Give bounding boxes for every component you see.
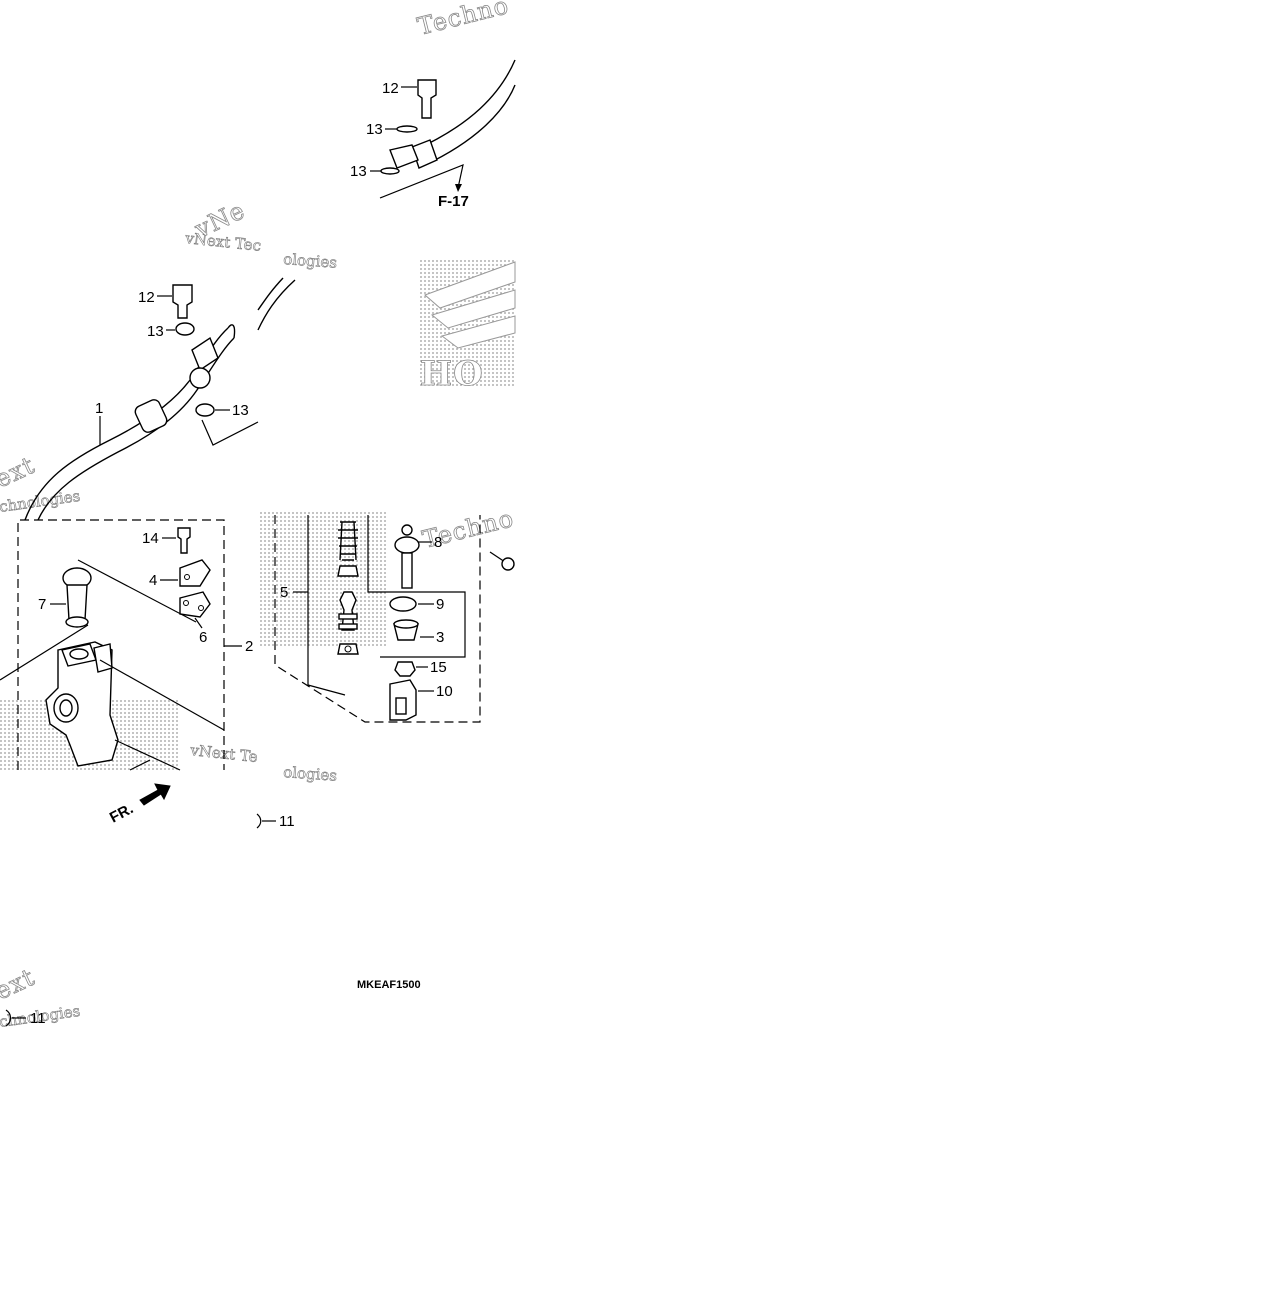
master-cylinder-assembly: 2 14 4 6 7 FR. — [0, 519, 253, 827]
lock-nut-15 — [394, 661, 416, 677]
callout-13-upper-b: 13 — [350, 163, 367, 180]
callout-1: 1 — [95, 400, 103, 417]
assembly-2-dashed-frame — [17, 519, 225, 770]
bolt-14 — [177, 527, 191, 554]
dust-boot-3-top — [393, 619, 419, 629]
assembly-guide-line-base — [129, 759, 151, 771]
wing-logo: HO — [420, 261, 516, 394]
piston-cup-2 — [338, 623, 358, 630]
assembly-guide-line-upper — [77, 559, 197, 623]
sealing-washer-upper-1 — [396, 125, 418, 133]
callout-13-upper-a: 13 — [366, 121, 383, 138]
upper-hose-joint: 12 13 13 F-17 — [350, 59, 516, 210]
callout-13-middle-b: 13 — [232, 402, 249, 419]
diagram-code: MKEAF1500 — [357, 979, 421, 991]
assembly-guide-line-bottom — [114, 739, 181, 771]
diaphragm-6-hole-2 — [198, 605, 204, 611]
master-cylinder-outlet — [93, 643, 113, 673]
reference-f17: F-17 — [438, 193, 469, 210]
banjo-fitting-upper — [389, 144, 419, 169]
watermark-3: ologies — [283, 250, 338, 272]
push-rod-8-shaft — [401, 552, 413, 589]
callout-3: 3 — [436, 629, 444, 646]
callout-12-middle: 12 — [138, 289, 155, 306]
callout-11-group: 11 11 — [5, 813, 295, 1027]
spring-seat — [337, 565, 359, 577]
assembly-guide-line-right — [99, 659, 225, 731]
watermark-10: ext — [0, 963, 39, 1005]
part-11-clip-a — [256, 813, 262, 829]
callout-11-b: 11 — [30, 1010, 46, 1027]
part-11-clip-b — [5, 1009, 12, 1027]
reservoir-cap-plate-4 — [179, 559, 211, 587]
middle-hose-segment-right — [257, 279, 296, 331]
banjo-fitting-middle — [189, 367, 211, 389]
hose-fitting-middle — [191, 336, 219, 372]
ref-bracket-f17 — [379, 164, 464, 199]
callout-15: 15 — [430, 659, 447, 676]
assembly-3-frame — [367, 515, 466, 658]
diaphragm-plate-6 — [179, 591, 211, 618]
callout-14: 14 — [142, 530, 159, 547]
piston-cup-1 — [338, 613, 358, 620]
sealing-washer-middle-1 — [175, 322, 195, 336]
sealing-washer-upper-2 — [380, 167, 400, 175]
master-cylinder-bore-inner — [59, 699, 73, 717]
middle-bracket — [201, 419, 259, 446]
push-rod-8-boot — [394, 536, 420, 554]
callout-11-a: 11 — [279, 813, 295, 830]
banjo-bolt-upper — [417, 79, 437, 119]
callout-10: 10 — [436, 683, 453, 700]
callout-13-middle-a: 13 — [147, 323, 164, 340]
wing-logo-feather-2 — [430, 289, 516, 329]
front-direction-arrow — [139, 783, 171, 806]
assembly-5-dashed-frame — [274, 515, 481, 723]
upper-brake-hose — [414, 59, 516, 151]
callout-12-upper: 12 — [382, 80, 399, 97]
assembly-5-inner-frame — [307, 515, 346, 696]
callout-2: 2 — [245, 638, 253, 655]
watermark-9: ologies — [283, 763, 338, 785]
upper-brake-hose-inner — [424, 84, 516, 166]
plate-4-hole — [184, 574, 190, 580]
middle-hose-segment-right-inner — [257, 277, 284, 311]
callout-9: 9 — [436, 596, 444, 613]
callout-4: 4 — [149, 572, 157, 589]
callout-8: 8 — [434, 534, 442, 551]
piston-washer-hole — [344, 645, 352, 653]
diaphragm-6-hole-1 — [183, 600, 189, 606]
side-bolt-head — [501, 557, 515, 571]
halftone-right-panel — [258, 512, 388, 647]
reservoir-connector-7-base — [65, 616, 89, 628]
reservoir-connector-7-body — [66, 584, 88, 621]
wing-logo-feather-1 — [424, 261, 516, 309]
ref-arrow-head — [455, 184, 462, 192]
master-cylinder-port-opening — [69, 648, 89, 660]
watermark-5: ext — [0, 451, 39, 493]
middle-hose-assembly: 12 13 13 1 — [24, 277, 296, 521]
leader-6 — [194, 617, 203, 629]
master-cylinder-body — [45, 641, 119, 767]
clevis-10-slot — [395, 697, 407, 715]
piston-pushrod-assembly: 5 8 9 3 15 10 — [274, 515, 515, 723]
callout-7: 7 — [38, 596, 46, 613]
master-piston — [339, 591, 357, 631]
watermark-logo-text: HO — [420, 354, 484, 394]
callout-5: 5 — [280, 584, 288, 601]
push-rod-8-ball — [401, 524, 413, 536]
callout-6: 6 — [199, 629, 207, 646]
watermark-1: Techno — [415, 0, 512, 41]
sealing-washer-middle-2 — [195, 403, 215, 417]
wing-logo-feather-3 — [440, 315, 516, 349]
brake-hose-1-end — [227, 324, 236, 339]
assembly-guide-line-left — [0, 624, 89, 681]
front-direction-label: FR. — [107, 800, 136, 826]
hose-grommet — [134, 399, 168, 433]
piston-spring — [338, 521, 358, 561]
circlip-9 — [389, 596, 417, 612]
banjo-bolt-middle — [172, 284, 193, 319]
